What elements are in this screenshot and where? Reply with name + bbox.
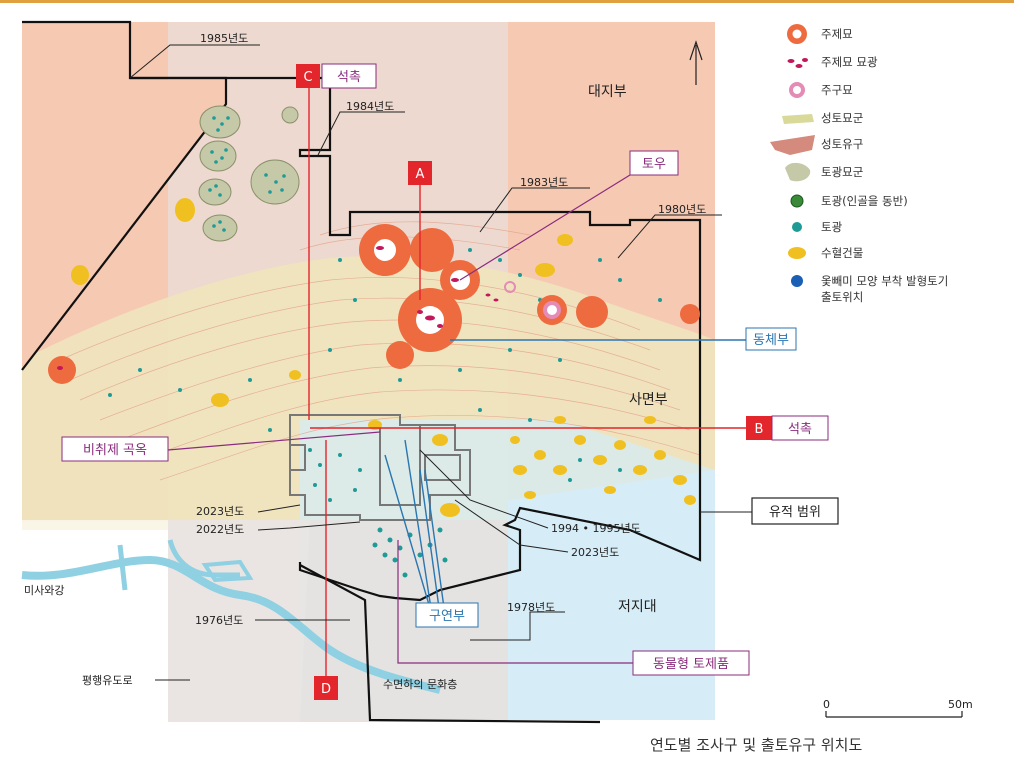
- marker-c: C: [303, 70, 312, 85]
- year-labels: 1985년도 1984년도 1983년도 1980년도 2023년도 2022년…: [195, 32, 706, 627]
- marker-c-box: [296, 64, 320, 88]
- callout-dongchebu: 동체부: [753, 333, 789, 348]
- callout-dongmul-box: [632, 650, 750, 676]
- callout-seokchuk-b: 석촉: [788, 422, 812, 437]
- purple-leaders: [167, 174, 633, 664]
- callout-bichwije-box: [61, 436, 169, 462]
- underwater-layer-label: 수면하의 문화층: [383, 677, 457, 691]
- callout-bichwije: 비취제 곡옥: [83, 443, 147, 458]
- background-zones: [22, 22, 715, 722]
- marker-d: D: [321, 682, 331, 697]
- pit-dwelling-icon: [788, 247, 806, 259]
- year-label-2023-right: 2023년도: [571, 546, 619, 559]
- river-label: 미사와강: [24, 584, 64, 597]
- scale-zero: 0: [823, 698, 830, 711]
- legend-label-2: 주구묘: [821, 83, 853, 97]
- pit-grave-group-icon: [785, 162, 811, 182]
- callout-yujeok-box: [751, 497, 839, 525]
- year-label-1978: 1978년도: [507, 601, 555, 614]
- callout-seokchuk-b-box: [771, 415, 829, 441]
- marker-a-box: [408, 161, 432, 185]
- legend-label-9-line2: 출토위치: [821, 290, 863, 304]
- pit-dots-icon: [787, 58, 808, 68]
- year-label-1980: 1980년도: [658, 203, 706, 216]
- taxiway-label: 평행유도로: [82, 674, 133, 687]
- legend-label-4: 성토유구: [821, 137, 863, 151]
- pit-icon: [792, 222, 802, 232]
- year-label-2022: 2022년도: [196, 523, 244, 536]
- legend-label-1: 주제묘 묘광: [821, 55, 878, 69]
- scale-bar: 0 50m: [823, 698, 973, 718]
- earthwork-feature-icon: [770, 135, 815, 155]
- callout-seokchuk-c-box: [321, 63, 377, 89]
- tomb-pits: [57, 246, 499, 370]
- leader-lines: [129, 44, 752, 681]
- owl-pottery-icon: [791, 275, 803, 287]
- callout-guyeonbu: 구연부: [429, 609, 465, 624]
- callout-dongchebu-box: [745, 327, 797, 351]
- callout-dongmul: 동물형 토제품: [653, 657, 729, 672]
- year-label-1984: 1984년도: [346, 100, 394, 113]
- legend-icons: [770, 24, 815, 287]
- legend-label-3: 성토묘군: [821, 111, 863, 125]
- year-label-1983: 1983년도: [520, 176, 568, 189]
- marker-d-box: [314, 676, 338, 700]
- cluster-dots: [208, 116, 286, 232]
- callout-tou-box: [629, 150, 679, 176]
- scale-fifty: 50m: [948, 698, 973, 711]
- legend-label-0: 주제묘: [821, 27, 853, 41]
- north-arrow-icon: [689, 40, 703, 85]
- callout-guyeonbu-box: [415, 602, 479, 628]
- legend-label-6: 토광(인골을 동반): [821, 194, 908, 208]
- plateau-left: [22, 22, 225, 370]
- callout-boxes: 석촉 석촉 토우 동체부 비취제 곡옥 유적 범위 구연부 동물형 토제품: [61, 63, 839, 676]
- top-accent-line: [0, 0, 1014, 3]
- legend: 주제묘 주제묘 묘광 주구묘 성토묘군 성토유구 토광묘군 토광(인골을 동반)…: [770, 24, 948, 304]
- legend-label-7: 토광: [821, 220, 843, 234]
- pit-dwellings: [71, 198, 696, 517]
- legend-label-8: 수혈건물: [821, 246, 863, 260]
- legend-label-5: 토광묘군: [821, 165, 863, 179]
- river: [21, 539, 441, 694]
- zone-labels: 대지부 사면부 저지대: [588, 84, 668, 615]
- pit-with-bones-icon: [790, 194, 804, 208]
- legend-label-9: 옻빼미 모양 부착 발형토기: [821, 274, 948, 288]
- callout-seokchuk-c: 석촉: [337, 70, 361, 85]
- section-markers: C A B D: [296, 64, 772, 700]
- zone-label-lowland: 저지대: [618, 599, 657, 615]
- figure-caption: 연도별 조사구 및 출토유구 위치도: [650, 736, 862, 754]
- marker-b-box: [746, 416, 772, 440]
- zone-label-plateau: 대지부: [588, 84, 627, 100]
- callout-yujeok: 유적 범위: [769, 505, 821, 520]
- year-label-2023-left: 2023년도: [196, 505, 244, 518]
- callout-tou: 토우: [642, 157, 666, 172]
- section-lines: [308, 80, 746, 680]
- year-label-1976: 1976년도: [195, 614, 243, 627]
- marker-a: A: [416, 167, 425, 182]
- year-label-1994-1995: 1994 • 1995년도: [551, 522, 641, 535]
- year-label-1985: 1985년도: [200, 32, 248, 45]
- earthwork-group-icon: [782, 114, 814, 124]
- survey-boundary: [21, 20, 702, 724]
- marker-b: B: [755, 422, 764, 437]
- lowland-right: [508, 470, 715, 720]
- place-labels: 미사와강 평행유도로 수면하의 문화층: [24, 584, 457, 691]
- blue-leaders: [384, 339, 746, 616]
- zone-label-slope: 사면부: [629, 392, 668, 408]
